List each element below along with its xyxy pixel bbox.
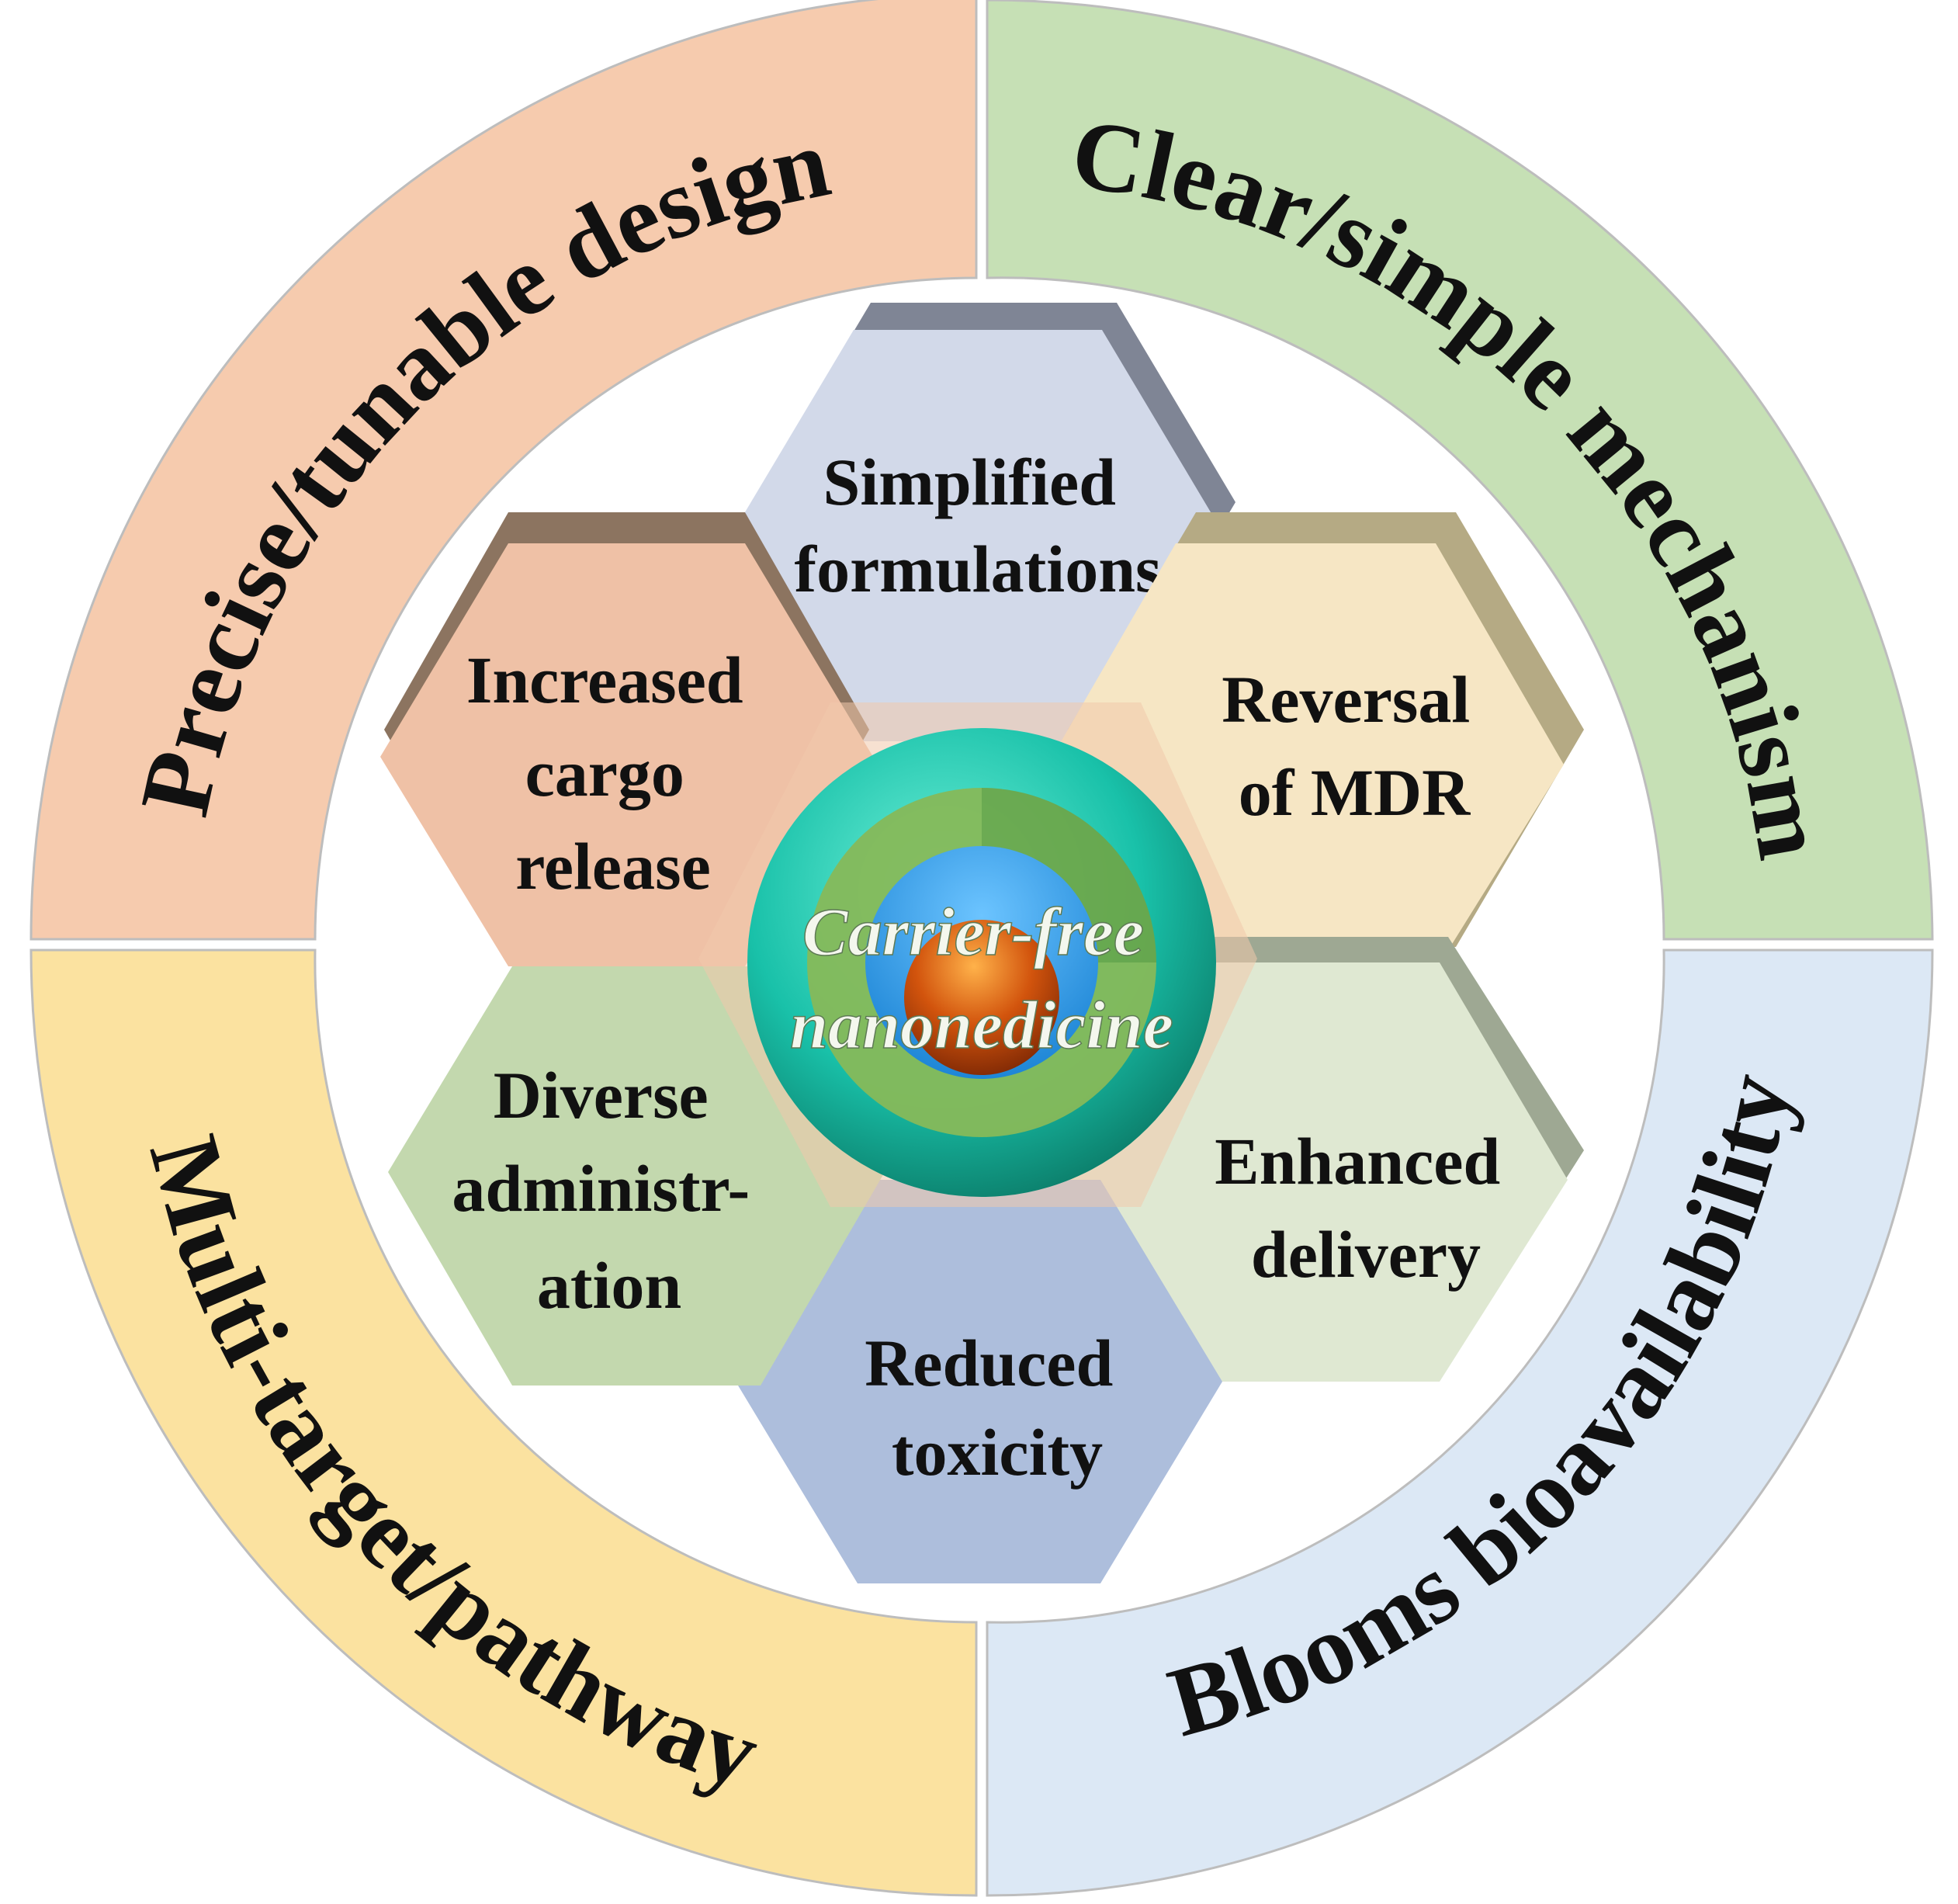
hexagon-bottom-line-1: Reduced — [865, 1326, 1113, 1400]
hexagon-top-label: Simplified formulations — [795, 445, 1162, 606]
sphere-orange-core — [904, 920, 1059, 1075]
hexagon-top-line-2: formulations — [795, 532, 1162, 606]
center-label: Carrier-free nanonedicine — [790, 895, 1173, 1063]
nanoparticle-sphere: Carrier-free nanonedicine — [747, 728, 1216, 1197]
hexagon-top-line-1: Simplified — [823, 445, 1116, 519]
hexagon-lower-right-line-2: delivery — [1251, 1217, 1481, 1292]
hexagon-upper-right-line-2: of MDR — [1239, 755, 1471, 830]
ring-segment-blooms-bioavailability — [986, 949, 1934, 1897]
hexagon-bottom-line-2: toxicity — [892, 1415, 1103, 1490]
hexagon-lower-left-line-1: Diverse — [494, 1058, 709, 1132]
hexagon-upper-right-line-1: Reversal — [1222, 662, 1470, 737]
hexagon-upper-left-line-1: Increased — [466, 643, 743, 717]
hexagon-lower-right-label: Enhanced delivery — [1215, 1124, 1517, 1292]
center-line-2: nanonedicine — [790, 988, 1173, 1063]
ring-segment-clear-mechanism — [986, 0, 1934, 941]
hexagon-lower-left-line-2: administr- — [452, 1151, 750, 1226]
hexagon-bottom-shape — [736, 1180, 1222, 1583]
hexagon-bottom-label: Reduced toxicity — [865, 1326, 1130, 1490]
hexagon-lower-left-line-3: ation — [537, 1248, 681, 1323]
hexagon-upper-right-label: Reversal of MDR — [1222, 662, 1486, 830]
ring-segment-precise-design — [29, 0, 978, 941]
hexagon-upper-left-line-2: cargo — [525, 736, 684, 810]
hexagon-lower-right-line-1: Enhanced — [1215, 1124, 1500, 1198]
hexagon-upper-left-label: Increased cargo release — [466, 643, 760, 903]
hexagon-diverse-administration: Diverse administr- ation — [388, 966, 885, 1386]
hexagon-reduced-toxicity: Reduced toxicity — [736, 1180, 1222, 1583]
hexagon-simplified-formulations: Simplified formulations — [731, 303, 1235, 741]
hexagon-top-shape — [731, 330, 1225, 741]
center-line-1: Carrier-free — [802, 895, 1144, 970]
ring-segment-multi-target — [29, 949, 978, 1897]
hexagon-upper-left-line-3: release — [515, 829, 711, 903]
hexagon-lower-left-label: Diverse administr- ation — [452, 1058, 766, 1323]
